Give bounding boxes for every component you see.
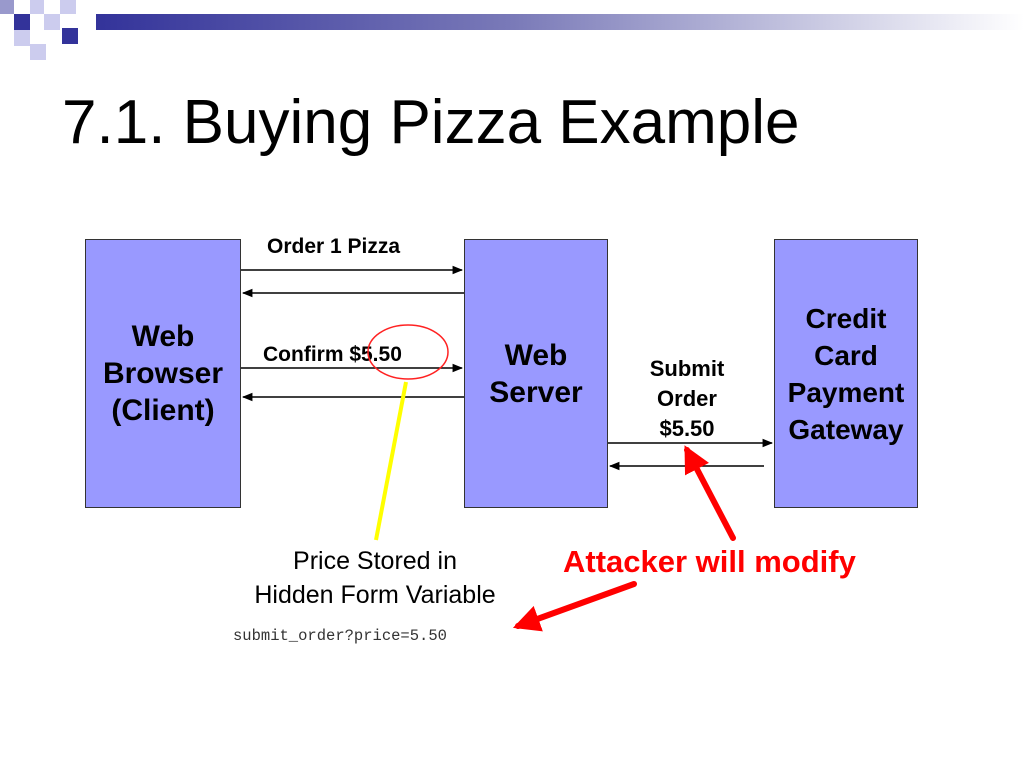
payment-gateway-box: Credit Card Payment Gateway	[774, 239, 918, 508]
header-gradient-bar	[96, 14, 1024, 30]
attacker-arrow-to-order	[684, 445, 736, 541]
submit-order-label: Submit Order $5.50	[649, 356, 725, 441]
hidden-form-note: Price Stored in Hidden Form Variable	[254, 547, 496, 609]
price-highlight-ellipse	[367, 324, 449, 380]
confirm-price-label: Confirm $5.50	[263, 343, 402, 366]
web-server-box: Web Server	[464, 239, 608, 508]
decor-square	[0, 0, 14, 14]
payment-gateway-label: Credit Card Payment Gateway	[787, 302, 905, 445]
decor-square	[14, 14, 30, 30]
decor-square	[60, 0, 76, 14]
attacker-arrow-to-url	[512, 581, 637, 632]
web-browser-label: Web Browser (Client)	[102, 320, 224, 427]
decor-square	[30, 44, 46, 60]
decor-square	[30, 0, 44, 14]
order-pizza-label: Order 1 Pizza	[267, 235, 401, 258]
hidden-form-url: submit_order?price=5.50	[233, 627, 447, 645]
slide-title: 7.1. Buying Pizza Example	[62, 88, 800, 157]
attacker-warning: Attacker will modify	[563, 544, 856, 579]
decor-square	[14, 30, 30, 46]
decor-square	[62, 28, 78, 44]
web-browser-box: Web Browser (Client)	[85, 239, 241, 508]
decor-square	[44, 14, 60, 30]
hidden-field-pointer	[374, 381, 408, 541]
web-server-label: Web Server	[489, 338, 583, 409]
